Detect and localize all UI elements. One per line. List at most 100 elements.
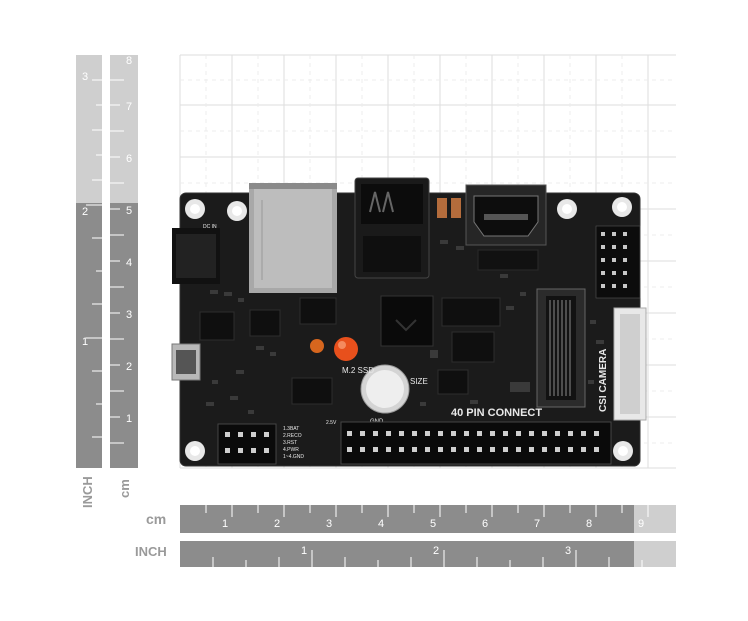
vertical-cm-ruler: 8 7 6 5 4 3 2 1 [110, 55, 138, 468]
svg-text:1: 1 [222, 518, 228, 530]
header-silkscreen-label: 40 PIN CONNECT [451, 407, 542, 419]
svg-text:1: 1 [82, 336, 88, 348]
gpio-pin [542, 431, 547, 436]
gpio-pin [516, 447, 521, 452]
m2-ssd-slot [536, 288, 586, 408]
gpio-pin [568, 431, 573, 436]
svg-text:1: 1 [301, 545, 307, 557]
gpio-pin [412, 447, 417, 452]
gpio-pin [464, 431, 469, 436]
svg-text:6: 6 [482, 518, 488, 530]
gpio-pin [347, 431, 352, 436]
svg-text:3: 3 [82, 71, 88, 83]
power-pin [238, 432, 243, 437]
svg-text:6: 6 [126, 153, 132, 165]
gpio-pin [490, 447, 495, 452]
svg-text:M.2 SSD: M.2 SSD [342, 366, 374, 375]
vertical-inch-unit-label: INCH [80, 476, 95, 508]
svg-text:1~4.GND: 1~4.GND [283, 454, 304, 460]
gpio-pin [386, 447, 391, 452]
svg-text:CSI CAMERA: CSI CAMERA [598, 349, 609, 412]
power-pin [238, 448, 243, 453]
gpio-pin [594, 447, 599, 452]
svg-text:3: 3 [126, 309, 132, 321]
svg-text:1.3BAT: 1.3BAT [283, 426, 299, 432]
hdmi-port [465, 184, 547, 246]
csi-camera-connector: CSI CAMERA [598, 307, 647, 421]
status-led [310, 337, 358, 361]
ethernet-port [249, 183, 337, 293]
gpio-pin [438, 431, 443, 436]
power-pin [251, 448, 256, 453]
usb-a-port [354, 177, 430, 279]
gpio-pin [581, 447, 586, 452]
pin-notes: 1.3BAT 2.RECO 3.RST 4.PWR 1~4.GND [283, 426, 304, 460]
svg-text:2: 2 [274, 518, 280, 530]
rtc-battery: GND [360, 364, 410, 425]
gpio-pin [594, 431, 599, 436]
dc-power-jack: DC IN [172, 224, 220, 284]
power-pin [251, 432, 256, 437]
svg-text:4: 4 [126, 257, 132, 269]
svg-text:7: 7 [534, 518, 540, 530]
gpio-pin [373, 431, 378, 436]
power-pin [225, 448, 230, 453]
power-pin [264, 448, 269, 453]
svg-text:4.PWR: 4.PWR [283, 447, 299, 453]
svg-text:2.5V: 2.5V [326, 420, 337, 426]
gpio-pin [529, 447, 534, 452]
svg-text:5: 5 [126, 205, 132, 217]
gpio-pin [386, 431, 391, 436]
horizontal-cm-ruler: 1 2 3 4 5 6 7 8 9 [180, 505, 676, 533]
gpio-pin [516, 431, 521, 436]
gpio-pin [425, 447, 430, 452]
horizontal-cm-unit-label: cm [146, 511, 166, 527]
gpio-pin [581, 431, 586, 436]
gpio-pin [412, 431, 417, 436]
svg-text:8: 8 [586, 518, 592, 530]
gpio-pin [451, 447, 456, 452]
svg-text:4: 4 [378, 518, 384, 530]
micro-usb-port [171, 343, 201, 381]
gpio-pin [451, 431, 456, 436]
vertical-inch-ruler: 2 1 3 [76, 55, 102, 468]
gpio-pin [568, 447, 573, 452]
gpio-pin [399, 431, 404, 436]
svg-text:2: 2 [433, 545, 439, 557]
svg-text:1: 1 [126, 413, 132, 425]
svg-text:7: 7 [126, 101, 132, 113]
horizontal-inch-unit-label: INCH [135, 544, 167, 559]
svg-text:3.RST: 3.RST [283, 440, 297, 446]
soc-chip [380, 295, 434, 347]
svg-text:2: 2 [82, 206, 88, 218]
gpio-pin [529, 431, 534, 436]
gpio-pin [555, 447, 560, 452]
gpio-pin [360, 447, 365, 452]
power-pin [264, 432, 269, 437]
gpio-pin [347, 447, 352, 452]
gpio-pin [555, 431, 560, 436]
horizontal-inch-ruler: 1 2 3 [180, 541, 676, 567]
svg-text:9: 9 [638, 518, 644, 530]
gpio-pin [542, 447, 547, 452]
gpio-pin [477, 447, 482, 452]
gpio-pin [477, 431, 482, 436]
single-board-computer: DC IN [171, 177, 647, 467]
svg-text:8: 8 [126, 55, 132, 67]
svg-text:3: 3 [565, 545, 571, 557]
gpio-pin [464, 447, 469, 452]
vertical-cm-unit-label: cm [117, 479, 132, 498]
gpio-40-pin-header [340, 421, 612, 465]
svg-text:5: 5 [430, 518, 436, 530]
gpio-pin [360, 431, 365, 436]
power-pin-header [217, 423, 277, 465]
gpio-pin [490, 431, 495, 436]
gpio-pin [399, 447, 404, 452]
svg-text:2: 2 [126, 361, 132, 373]
power-pin [225, 432, 230, 437]
gpio-pin [425, 431, 430, 436]
gpio-pin [503, 431, 508, 436]
gpio-pin [373, 447, 378, 452]
gpio-pin [503, 447, 508, 452]
